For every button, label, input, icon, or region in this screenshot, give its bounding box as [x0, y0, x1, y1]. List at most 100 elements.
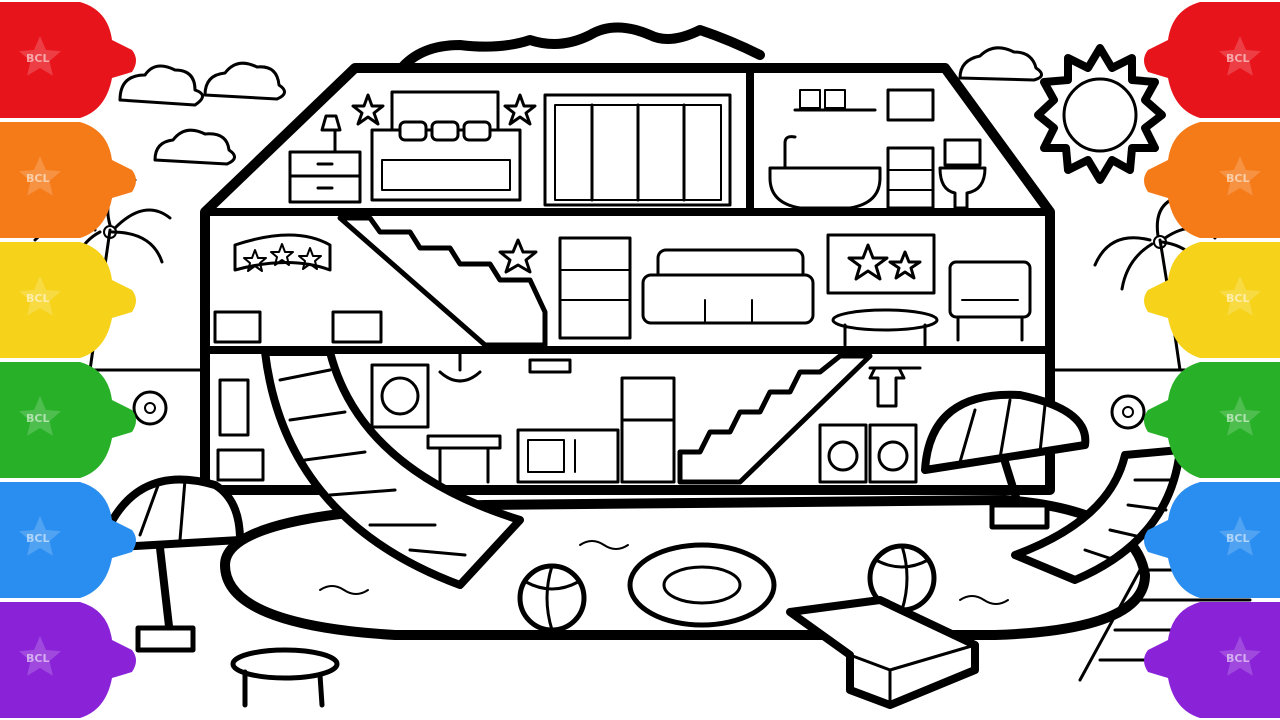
- marker-red[interactable]: BCL: [1144, 2, 1280, 118]
- toilet: [938, 138, 987, 210]
- marker-blue[interactable]: BCL: [0, 482, 136, 598]
- right-slide: [1011, 446, 1184, 584]
- flower-bush-icon: [132, 390, 168, 426]
- marker-body: [0, 122, 136, 238]
- marker-body: [0, 2, 136, 118]
- marker-brand-label: BCL: [26, 52, 49, 65]
- marker-green[interactable]: BCL: [1144, 362, 1280, 478]
- star-icon: [1219, 396, 1261, 436]
- marker-body: [1144, 602, 1280, 718]
- marker-body: [0, 602, 136, 718]
- star-icon: [19, 36, 61, 76]
- marker-body: [1144, 242, 1280, 358]
- star-icon: [1219, 36, 1261, 76]
- marker-brand-label: BCL: [1226, 172, 1249, 185]
- star-icon: [19, 396, 61, 436]
- marker-yellow[interactable]: BCL: [0, 242, 136, 358]
- wall-picture: [218, 378, 250, 437]
- star-painting: [826, 233, 936, 295]
- marker-orange[interactable]: BCL: [1144, 122, 1280, 238]
- marker-column-left: BCL BCL BCL BCL BCL BCL: [0, 2, 136, 718]
- marker-body: [1144, 362, 1280, 478]
- marker-brand-label: BCL: [26, 412, 49, 425]
- stairs-lower: [677, 353, 873, 485]
- range-hood: [528, 358, 572, 374]
- marker-brand-label: BCL: [26, 172, 49, 185]
- star-icon: [1219, 636, 1261, 676]
- star-icon: [19, 276, 61, 316]
- cloud-icon: [203, 61, 286, 101]
- star-icon: [19, 516, 61, 556]
- beach-ball-icon: [517, 563, 587, 633]
- star-icon: [19, 156, 61, 196]
- star-icon: [19, 636, 61, 676]
- kitchen-counter: [516, 358, 620, 484]
- marker-column-right: BCL BCL BCL BCL BCL BCL: [1144, 2, 1280, 718]
- dining-table: [426, 434, 502, 484]
- marker-purple[interactable]: BCL: [1144, 602, 1280, 718]
- living-room: [213, 215, 1032, 348]
- radiator: [213, 310, 383, 344]
- marker-brand-label: BCL: [26, 292, 49, 305]
- marker-yellow[interactable]: BCL: [1144, 242, 1280, 358]
- chandelier: [438, 350, 482, 383]
- marker-body: [0, 362, 136, 478]
- marker-brand-label: BCL: [26, 652, 49, 665]
- cloud-icon: [153, 128, 236, 166]
- marker-brand-label: BCL: [1226, 52, 1249, 65]
- marker-purple[interactable]: BCL: [0, 602, 136, 718]
- star-icon: [503, 93, 537, 126]
- water-slide: [261, 348, 524, 589]
- diving-board: [786, 596, 979, 709]
- star-icon: [1219, 276, 1261, 316]
- flower-bush-icon: [1110, 394, 1146, 430]
- marker-green[interactable]: BCL: [0, 362, 136, 478]
- towel-shelf: [793, 89, 877, 112]
- star-icon: [351, 93, 385, 126]
- marker-body: [0, 482, 136, 598]
- laughing-emoji-picture: [370, 363, 430, 429]
- stool: [230, 647, 340, 708]
- bathtub: [768, 135, 882, 210]
- marker-red[interactable]: BCL: [0, 2, 136, 118]
- star-icon: [498, 238, 538, 274]
- clothesline: [868, 366, 922, 408]
- swim-ring-icon: [627, 542, 777, 628]
- side-table: [216, 448, 265, 482]
- nightstand: [288, 114, 362, 204]
- beach-umbrella-icon: [921, 390, 1090, 530]
- sofa: [641, 248, 815, 325]
- stairs-upper: [337, 215, 548, 348]
- marker-blue[interactable]: BCL: [1144, 482, 1280, 598]
- marker-brand-label: BCL: [1226, 652, 1249, 665]
- fridge: [620, 376, 676, 484]
- marker-orange[interactable]: BCL: [0, 122, 136, 238]
- marker-brand-label: BCL: [26, 532, 49, 545]
- coffee-table: [831, 308, 939, 347]
- ground-floor: [216, 350, 922, 485]
- bed: [370, 90, 522, 202]
- star-icon: [1219, 156, 1261, 196]
- wardrobe: [543, 93, 732, 207]
- marker-body: [1144, 122, 1280, 238]
- marker-brand-label: BCL: [1226, 292, 1249, 305]
- roof: [395, 22, 765, 75]
- bedroom: [288, 90, 732, 207]
- washing-machine: [818, 423, 918, 484]
- cloud-icon: [958, 46, 1043, 82]
- star-icon: [1219, 516, 1261, 556]
- marker-body: [1144, 2, 1280, 118]
- star-banner: [233, 233, 332, 272]
- sink-cabinet: [886, 146, 935, 210]
- marker-brand-label: BCL: [1226, 532, 1249, 545]
- marker-body: [0, 242, 136, 358]
- bathroom: [768, 88, 987, 210]
- mirror: [886, 88, 935, 122]
- cloud-icon: [118, 64, 204, 107]
- bookshelf: [558, 236, 632, 340]
- sun-icon: [1034, 44, 1166, 184]
- beach-umbrella-icon: [96, 475, 244, 653]
- marker-body: [1144, 482, 1280, 598]
